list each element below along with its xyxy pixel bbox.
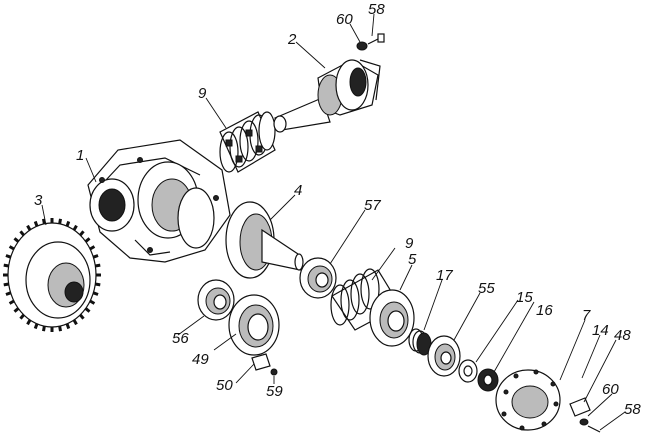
gear-tooth bbox=[79, 230, 85, 237]
gear-tooth bbox=[3, 282, 9, 287]
part-16-nut bbox=[477, 368, 499, 392]
gear-tooth bbox=[8, 245, 15, 251]
part-55-bearing bbox=[427, 335, 461, 377]
part-49-ring bbox=[228, 294, 280, 356]
gear-tooth bbox=[8, 299, 15, 305]
gear-tooth bbox=[13, 237, 20, 243]
label-58-top: 58 bbox=[368, 1, 385, 18]
label-48: 48 bbox=[614, 327, 631, 344]
label-9-lower: 9 bbox=[405, 235, 414, 252]
leader-lines bbox=[41, 13, 626, 431]
label-17: 17 bbox=[436, 267, 453, 284]
label-49: 49 bbox=[192, 351, 209, 368]
label-60-top: 60 bbox=[336, 11, 353, 28]
label-3: 3 bbox=[34, 192, 43, 209]
part-57-bearing bbox=[299, 257, 337, 299]
part-9-upper-cage bbox=[219, 111, 276, 173]
gear-tooth bbox=[95, 263, 101, 268]
label-58-right: 58 bbox=[624, 401, 641, 418]
part-1-differential-housing bbox=[87, 139, 231, 263]
gear-tooth bbox=[26, 319, 32, 326]
gear-tooth bbox=[89, 245, 96, 251]
label-5: 5 bbox=[408, 251, 417, 268]
part-56-bearing bbox=[197, 279, 235, 321]
gear-tooth bbox=[92, 254, 99, 259]
part-58-60-bolt-washer-right bbox=[579, 418, 601, 433]
gear-tooth bbox=[26, 224, 32, 231]
part-3-crown-gear bbox=[3, 218, 101, 332]
gear-tooth bbox=[58, 325, 62, 332]
part-15-washer bbox=[458, 359, 478, 383]
part-labels: 1 2 3 4 5 7 9 9 14 15 16 17 48 49 50 55 … bbox=[34, 1, 641, 418]
gear-tooth bbox=[33, 220, 39, 227]
gear-tooth bbox=[95, 282, 101, 287]
gear-tooth bbox=[92, 291, 99, 296]
label-16: 16 bbox=[536, 302, 553, 319]
label-50: 50 bbox=[216, 377, 233, 394]
gear-tooth bbox=[5, 291, 12, 296]
gear-tooth bbox=[19, 313, 25, 320]
gear-tooth bbox=[79, 313, 85, 320]
part-7-cover-plate bbox=[495, 369, 561, 431]
part-2-pinion-assembly bbox=[273, 59, 381, 133]
gear-tooth bbox=[42, 325, 46, 332]
gear-tooth bbox=[65, 323, 71, 330]
label-7: 7 bbox=[582, 307, 591, 324]
gear-tooth bbox=[65, 220, 71, 227]
gear-tooth bbox=[13, 307, 20, 313]
gear-tooth bbox=[84, 307, 91, 313]
label-56: 56 bbox=[172, 330, 189, 347]
gear-tooth bbox=[5, 254, 12, 259]
label-9-upper: 9 bbox=[198, 85, 207, 102]
gear-tooth bbox=[89, 299, 96, 305]
label-14: 14 bbox=[592, 322, 609, 339]
part-5-bearing-cup bbox=[369, 289, 415, 347]
part-4-bevel-gear-shaft bbox=[225, 201, 304, 279]
gear-tooth bbox=[72, 319, 78, 326]
part-58-60-bolt-washer-top bbox=[356, 33, 385, 51]
label-2: 2 bbox=[287, 31, 297, 48]
gear-tooth bbox=[84, 237, 91, 243]
gear-tooth bbox=[19, 230, 25, 237]
gear-tooth bbox=[58, 218, 62, 225]
part-50-lock-plate bbox=[251, 353, 271, 371]
gear-tooth bbox=[33, 323, 39, 330]
label-15: 15 bbox=[516, 289, 533, 306]
part-48-lock-plate bbox=[569, 397, 591, 417]
gear-tooth bbox=[72, 224, 78, 231]
label-55: 55 bbox=[478, 280, 495, 297]
part-59-bolt bbox=[270, 368, 278, 376]
gear-tooth bbox=[42, 218, 46, 225]
label-60-right: 60 bbox=[602, 381, 619, 398]
label-1: 1 bbox=[76, 147, 84, 164]
gear-tooth bbox=[3, 263, 9, 268]
label-4: 4 bbox=[294, 182, 302, 199]
label-57: 57 bbox=[364, 197, 381, 214]
part-17-spring bbox=[408, 328, 432, 356]
label-59: 59 bbox=[266, 383, 283, 400]
